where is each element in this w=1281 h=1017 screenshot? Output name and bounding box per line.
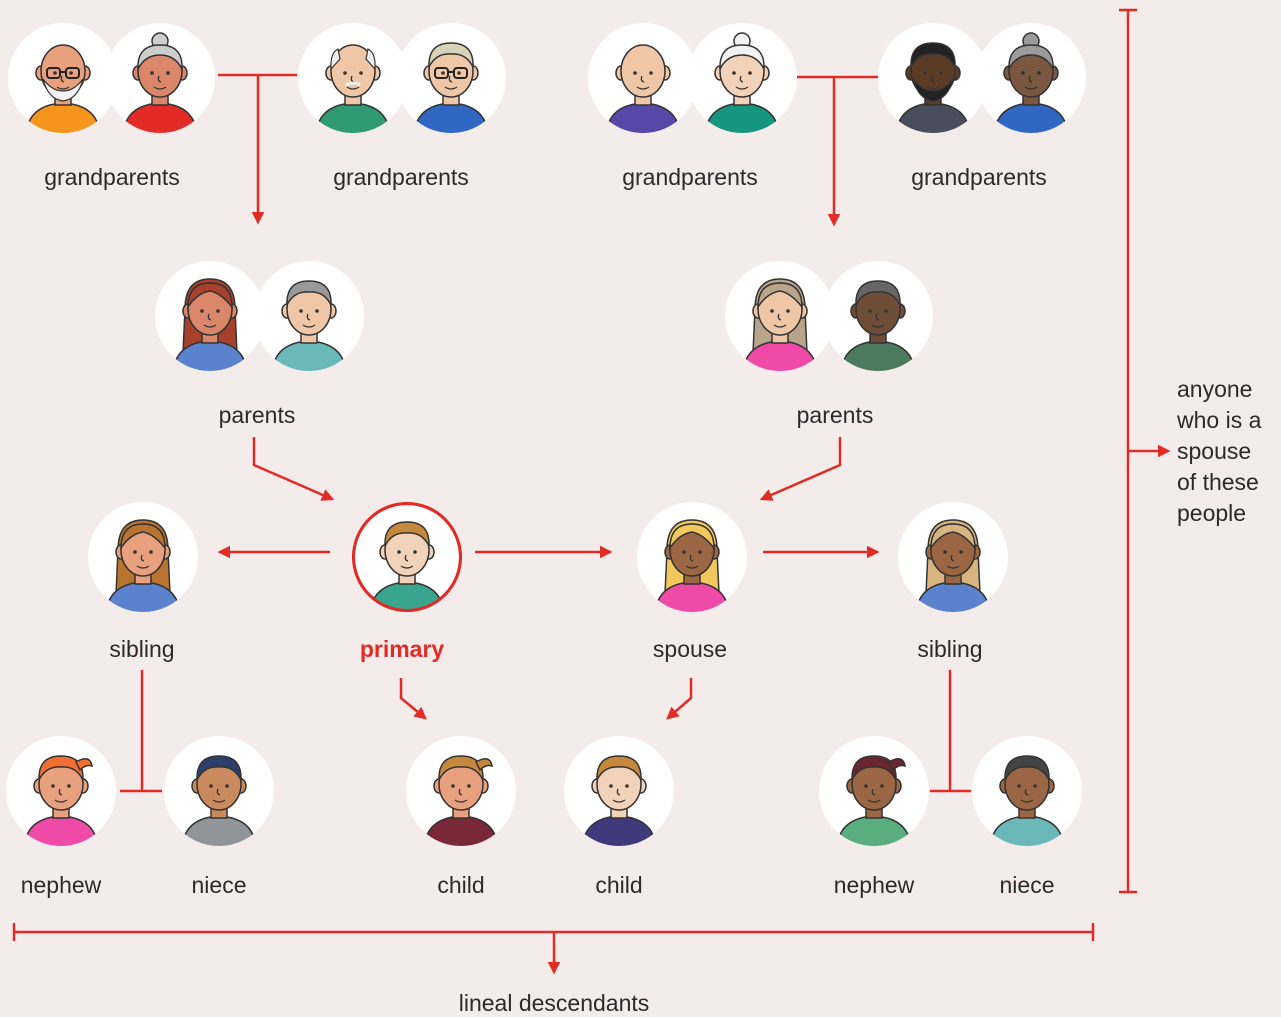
- spouse-scope-note: anyone who is a spouse of these people: [1177, 376, 1262, 526]
- grandma-red-avatar: [105, 23, 215, 133]
- child-1-avatar: [406, 736, 516, 846]
- grandma-blue-avatar: [396, 23, 506, 133]
- nephew-label-right: nephew: [833, 872, 915, 898]
- nephew-right-avatar: [819, 736, 929, 846]
- child-label-2: child: [595, 872, 643, 898]
- primary-avatar: [352, 502, 462, 612]
- grandma-dark-avatar: [976, 23, 1086, 133]
- primary-label: primary: [359, 636, 445, 662]
- niece-label-right: niece: [999, 872, 1055, 898]
- parents-to-spouse-arrow: [759, 437, 842, 501]
- spouse-label: spouse: [652, 636, 728, 662]
- nephew-label-left: nephew: [20, 872, 102, 898]
- grandparents-label-4: grandparents: [911, 164, 1047, 190]
- sibling-right-avatar: [898, 502, 1008, 612]
- father-right-avatar: [823, 261, 933, 371]
- child-2-avatar: [564, 736, 674, 846]
- grandparents-label-2: grandparents: [333, 164, 469, 190]
- grandparents-label-3: grandparents: [622, 164, 758, 190]
- parents-label-left: parents: [218, 402, 296, 428]
- parents-label-right: parents: [796, 402, 874, 428]
- sibling-label-right: sibling: [917, 636, 983, 662]
- lineal-descendants-label: lineal descendants: [458, 990, 650, 1016]
- mother-left-avatar: [155, 261, 265, 371]
- grandparents-label-1: grandparents: [44, 164, 180, 190]
- niece-right-avatar: [972, 736, 1082, 846]
- sibling-left-avatar: [88, 502, 198, 612]
- niece-label-left: niece: [191, 872, 247, 898]
- primary-to-child-arrow: [399, 678, 427, 720]
- grandma-teal-avatar: [687, 23, 797, 133]
- spouse-avatar: [637, 502, 747, 612]
- grandpa-dark-avatar: [878, 23, 988, 133]
- niece-left-avatar: [164, 736, 274, 846]
- parents-to-primary-arrow: [252, 437, 335, 501]
- sibling-label-left: sibling: [109, 636, 175, 662]
- nephew-left-avatar: [6, 736, 116, 846]
- father-left-avatar: [254, 261, 364, 371]
- grandpa-green-avatar: [298, 23, 408, 133]
- grandpa-purple-avatar: [588, 23, 698, 133]
- spouse-to-child-arrow: [666, 678, 693, 720]
- mother-right-avatar: [725, 261, 835, 371]
- grandpa-glasses-avatar: [8, 23, 118, 133]
- child-label-1: child: [437, 872, 485, 898]
